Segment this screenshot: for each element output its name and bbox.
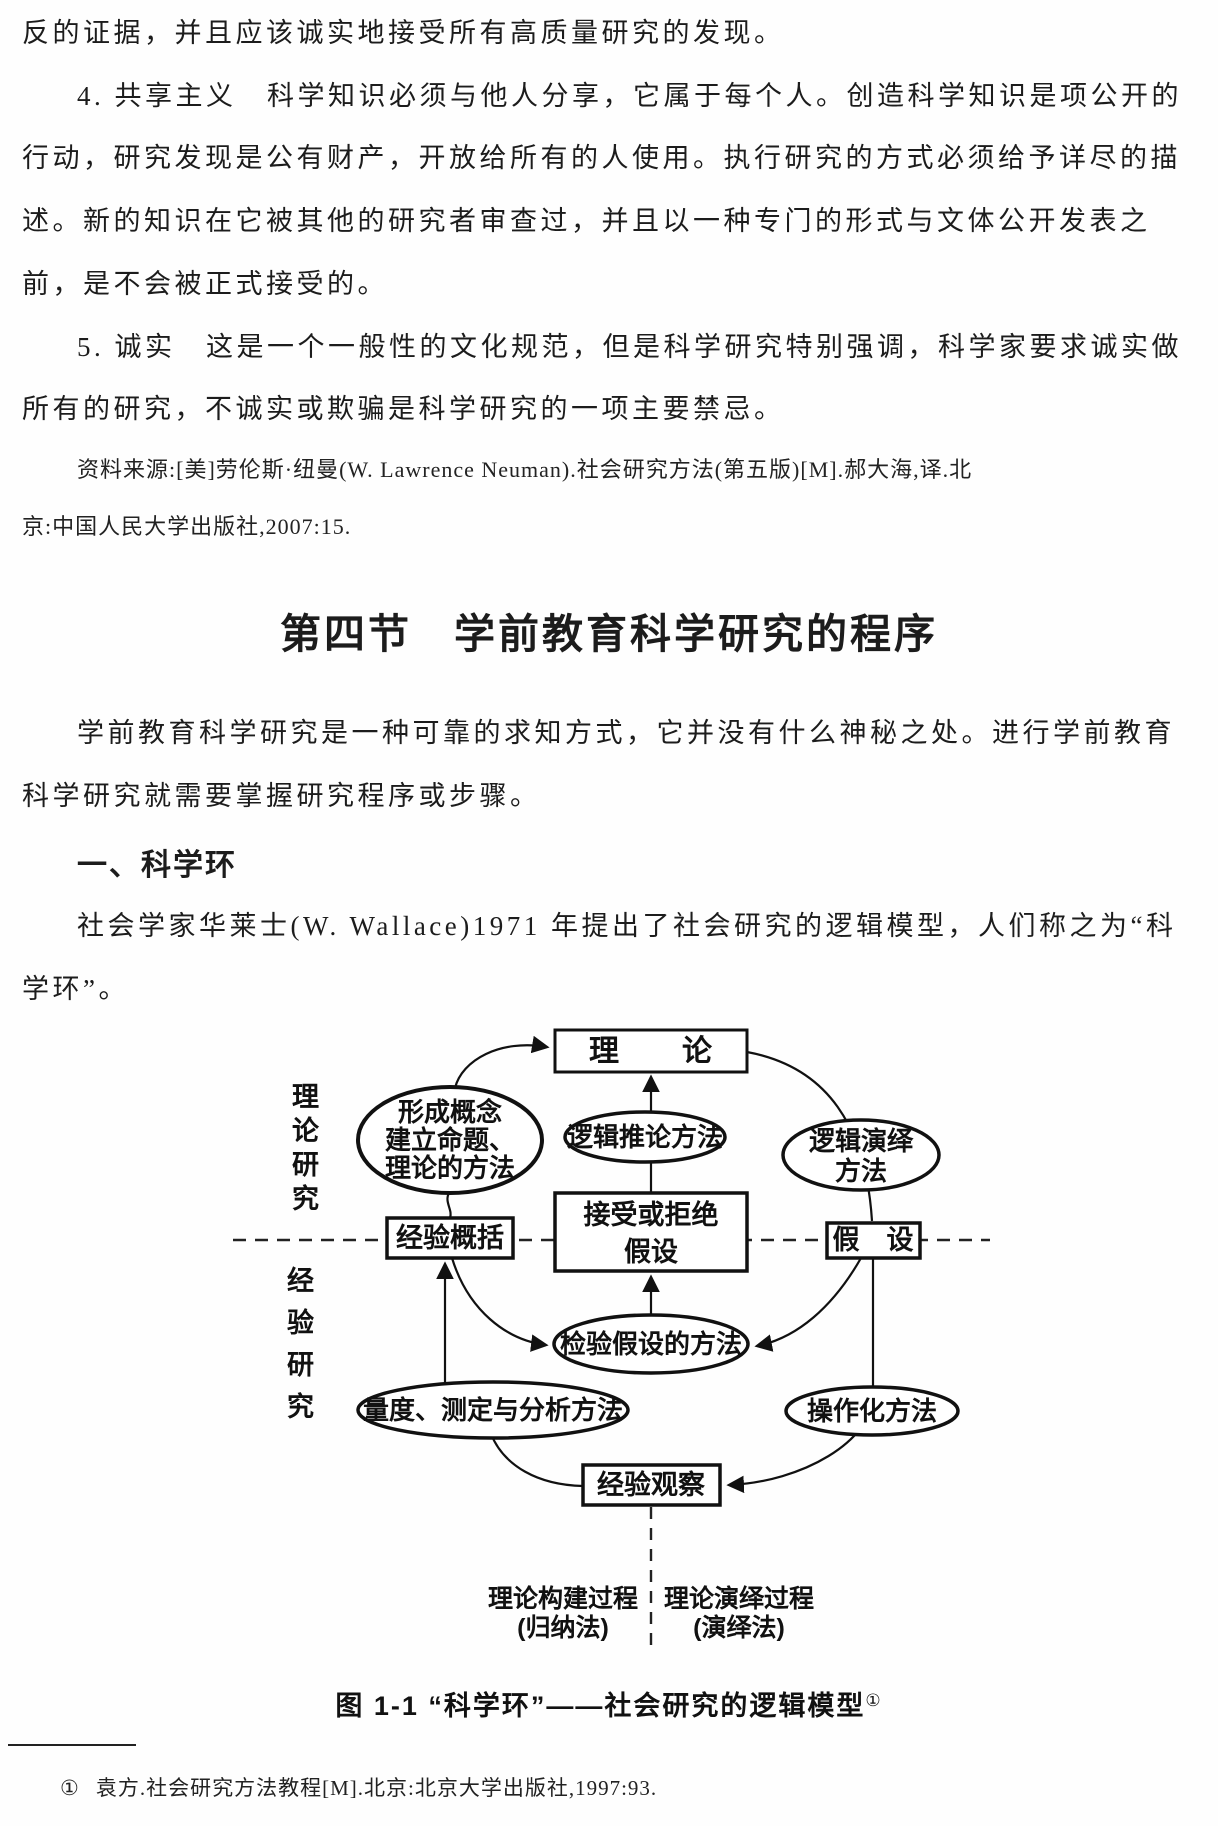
- empirical-generalization-box: [385, 1216, 515, 1260]
- figure-caption: 图 1-1 “科学环”——社会研究的逻辑模型①: [0, 1684, 1218, 1723]
- accept-reject-label-line1: 接受或拒绝: [584, 1199, 719, 1230]
- arrow-hypothesis-to-test: [754, 1257, 862, 1352]
- source-citation-line: 资料来源:[美]劳伦斯·纽曼(W. Lawrence Neuman).社会研究方…: [77, 457, 973, 482]
- empirical-observation-box: [581, 1463, 722, 1507]
- section-heading: 第四节学前教育科学研究的程序: [0, 600, 1218, 660]
- diagram-side-label-empirical: 经验研究: [283, 1266, 313, 1434]
- operationalization-label: 操作化方法: [807, 1396, 937, 1426]
- test-hypothesis-ellipse: [552, 1313, 750, 1375]
- subsection-heading: 一、科学环: [77, 849, 237, 882]
- footnote-divider: [8, 1744, 136, 1746]
- source-citation-line: 京:中国人民大学出版社,2007:15.: [22, 514, 352, 539]
- footnote-text: 袁方.社会研究方法教程[M].北京:北京大学出版社,1997:93.: [95, 1776, 658, 1800]
- accept-reject-box: [553, 1191, 749, 1273]
- process-label-right-line1: 理论演绎过程: [663, 1585, 814, 1613]
- theory-box: [553, 1028, 749, 1074]
- body-line: 行动，研究发现是公有财产，开放给所有的人使用。执行研究的方式必须给予详尽的描: [22, 143, 1181, 173]
- body-line: 5. 诚实 这是一个一般性的文化规范，但是科学研究特别强调，科学家要求诚实做: [77, 332, 1182, 362]
- arrow-generalization-to-test: [450, 1257, 549, 1352]
- test-hypothesis-label: 检验假设的方法: [560, 1329, 742, 1359]
- figure-title: “科学环”——社会研究的逻辑模型: [428, 1691, 866, 1721]
- arrow-concept-to-theory: [453, 1035, 550, 1089]
- logic-deduction-label-line2: 方法: [835, 1156, 887, 1186]
- body-line: 社会学家华莱士(W. Wallace)1971 年提出了社会研究的逻辑模型，人们…: [77, 911, 1177, 941]
- process-label-left-line1: 理论构建过程: [487, 1585, 638, 1613]
- body-line: 述。新的知识在它被其他的研究者审查过，并且以一种专门的形式与文体公开发表之: [22, 206, 1151, 236]
- logic-deduction-label-line1: 逻辑演绎: [809, 1126, 914, 1156]
- empirical-generalization-label: 经验概括: [396, 1222, 504, 1253]
- hypothesis-box: [825, 1221, 922, 1260]
- body-line: 科学研究就需要掌握研究程序或步骤。: [22, 781, 541, 811]
- hypothesis-label: 假 设: [833, 1225, 914, 1255]
- operationalization-ellipse: [784, 1385, 960, 1437]
- process-label-right: 理论演绎过程 (演绎法): [616, 1585, 862, 1643]
- diagram-side-label-theory: 理论研究: [288, 1082, 318, 1218]
- section-title: 学前教育科学研究的程序: [454, 611, 938, 657]
- body-line: 前，是不会被正式接受的。: [22, 269, 388, 299]
- figure-number: 图 1-1: [335, 1691, 419, 1721]
- logic-deduction-ellipse: [781, 1118, 941, 1192]
- process-label-left: 理论构建过程 (归纳法): [440, 1585, 686, 1643]
- body-line: 学环”。: [22, 974, 129, 1004]
- measurement-ellipse: [356, 1380, 630, 1440]
- body-line: 反的证据，并且应该诚实地接受所有高质量研究的发现。: [22, 18, 785, 48]
- figure-note-ref: ①: [865, 1691, 883, 1710]
- body-line: 4. 共享主义 科学知识必须与他人分享，它属于每个人。创造科学知识是项公开的: [77, 81, 1182, 111]
- section-number: 第四节: [280, 611, 412, 657]
- process-label-right-line2: (演绎法): [693, 1614, 785, 1642]
- footnote-marker: ①: [60, 1776, 80, 1800]
- line-concept-to-generalization: [446, 1192, 452, 1219]
- body-line: 所有的研究，不诚实或欺骗是科学研究的一项主要禁忌。: [22, 394, 785, 424]
- footnote: ① 袁方.社会研究方法教程[M].北京:北京大学出版社,1997:93.: [60, 1772, 657, 1802]
- accept-reject-label-line2: 假设: [624, 1237, 678, 1267]
- concept-label-line1: 形成概念: [398, 1097, 502, 1127]
- theory-label: 理 论: [589, 1035, 713, 1068]
- measurement-label: 量度、测定与分析方法: [363, 1395, 623, 1425]
- empirical-observation-label: 经验观察: [597, 1469, 706, 1500]
- concept-methods-ellipse: [356, 1085, 544, 1195]
- science-circle-diagram: 理 论 形成概念 建立命题、 理论的方法 逻辑推论方法 逻辑演绎 方法 经验概括…: [233, 1028, 990, 1647]
- concept-label-line3: 理论的方法: [385, 1153, 515, 1183]
- logic-inference-ellipse: [563, 1110, 727, 1164]
- line-observation-to-measurement: [489, 1433, 584, 1488]
- arrow-hypothesis-to-observation: [726, 1258, 875, 1494]
- body-line: 学前教育科学研究是一种可靠的求知方式，它并没有什么神秘之处。进行学前教育: [77, 718, 1175, 748]
- logic-inference-label: 逻辑推论方法: [567, 1122, 723, 1152]
- process-label-left-line2: (归纳法): [517, 1614, 609, 1642]
- concept-label-line2: 建立命题、: [385, 1125, 515, 1155]
